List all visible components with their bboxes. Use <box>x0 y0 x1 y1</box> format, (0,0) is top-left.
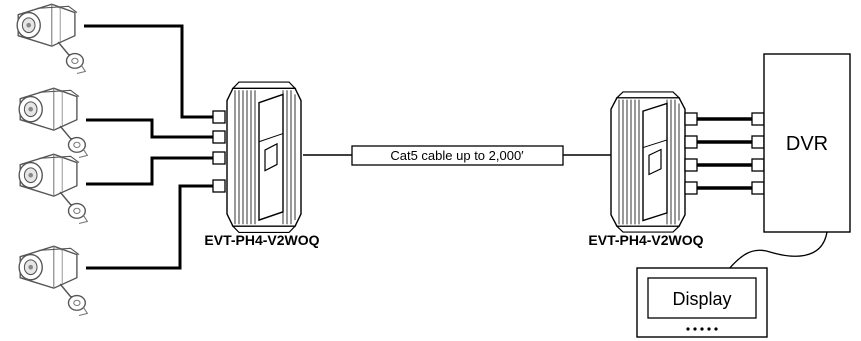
camera-cable-1 <box>84 24 214 119</box>
camera-cable-4 <box>86 184 214 270</box>
cat5-cable: Cat5 cable up to 2,000′ <box>303 145 612 166</box>
dvr-label: DVR <box>786 133 828 155</box>
cable-label: Cat5 cable up to 2,000′ <box>390 148 524 163</box>
camera-cables <box>84 24 214 270</box>
balun-right-label: EVT-PH4-V2WOQ <box>588 232 703 248</box>
balun-right <box>610 91 698 233</box>
camera-2 <box>18 87 89 159</box>
display-buttons <box>686 327 718 331</box>
cable-label-box <box>351 145 564 166</box>
balun-left-ports <box>212 110 226 193</box>
camera-1 <box>16 3 87 75</box>
camera-3 <box>18 153 89 225</box>
camera-cable-3 <box>86 156 214 186</box>
display-monitor: Display <box>636 267 768 338</box>
balun-left-label: EVT-PH4-V2WOQ <box>204 232 319 248</box>
camera-cable-2 <box>86 118 214 139</box>
camera-4 <box>18 245 89 317</box>
balun-right-ports <box>684 112 698 195</box>
dvr-cables <box>697 112 765 195</box>
display-label: Display <box>672 289 731 309</box>
balun-left <box>212 81 302 234</box>
dvr-box: DVR <box>763 53 851 233</box>
display-cable <box>727 231 828 271</box>
